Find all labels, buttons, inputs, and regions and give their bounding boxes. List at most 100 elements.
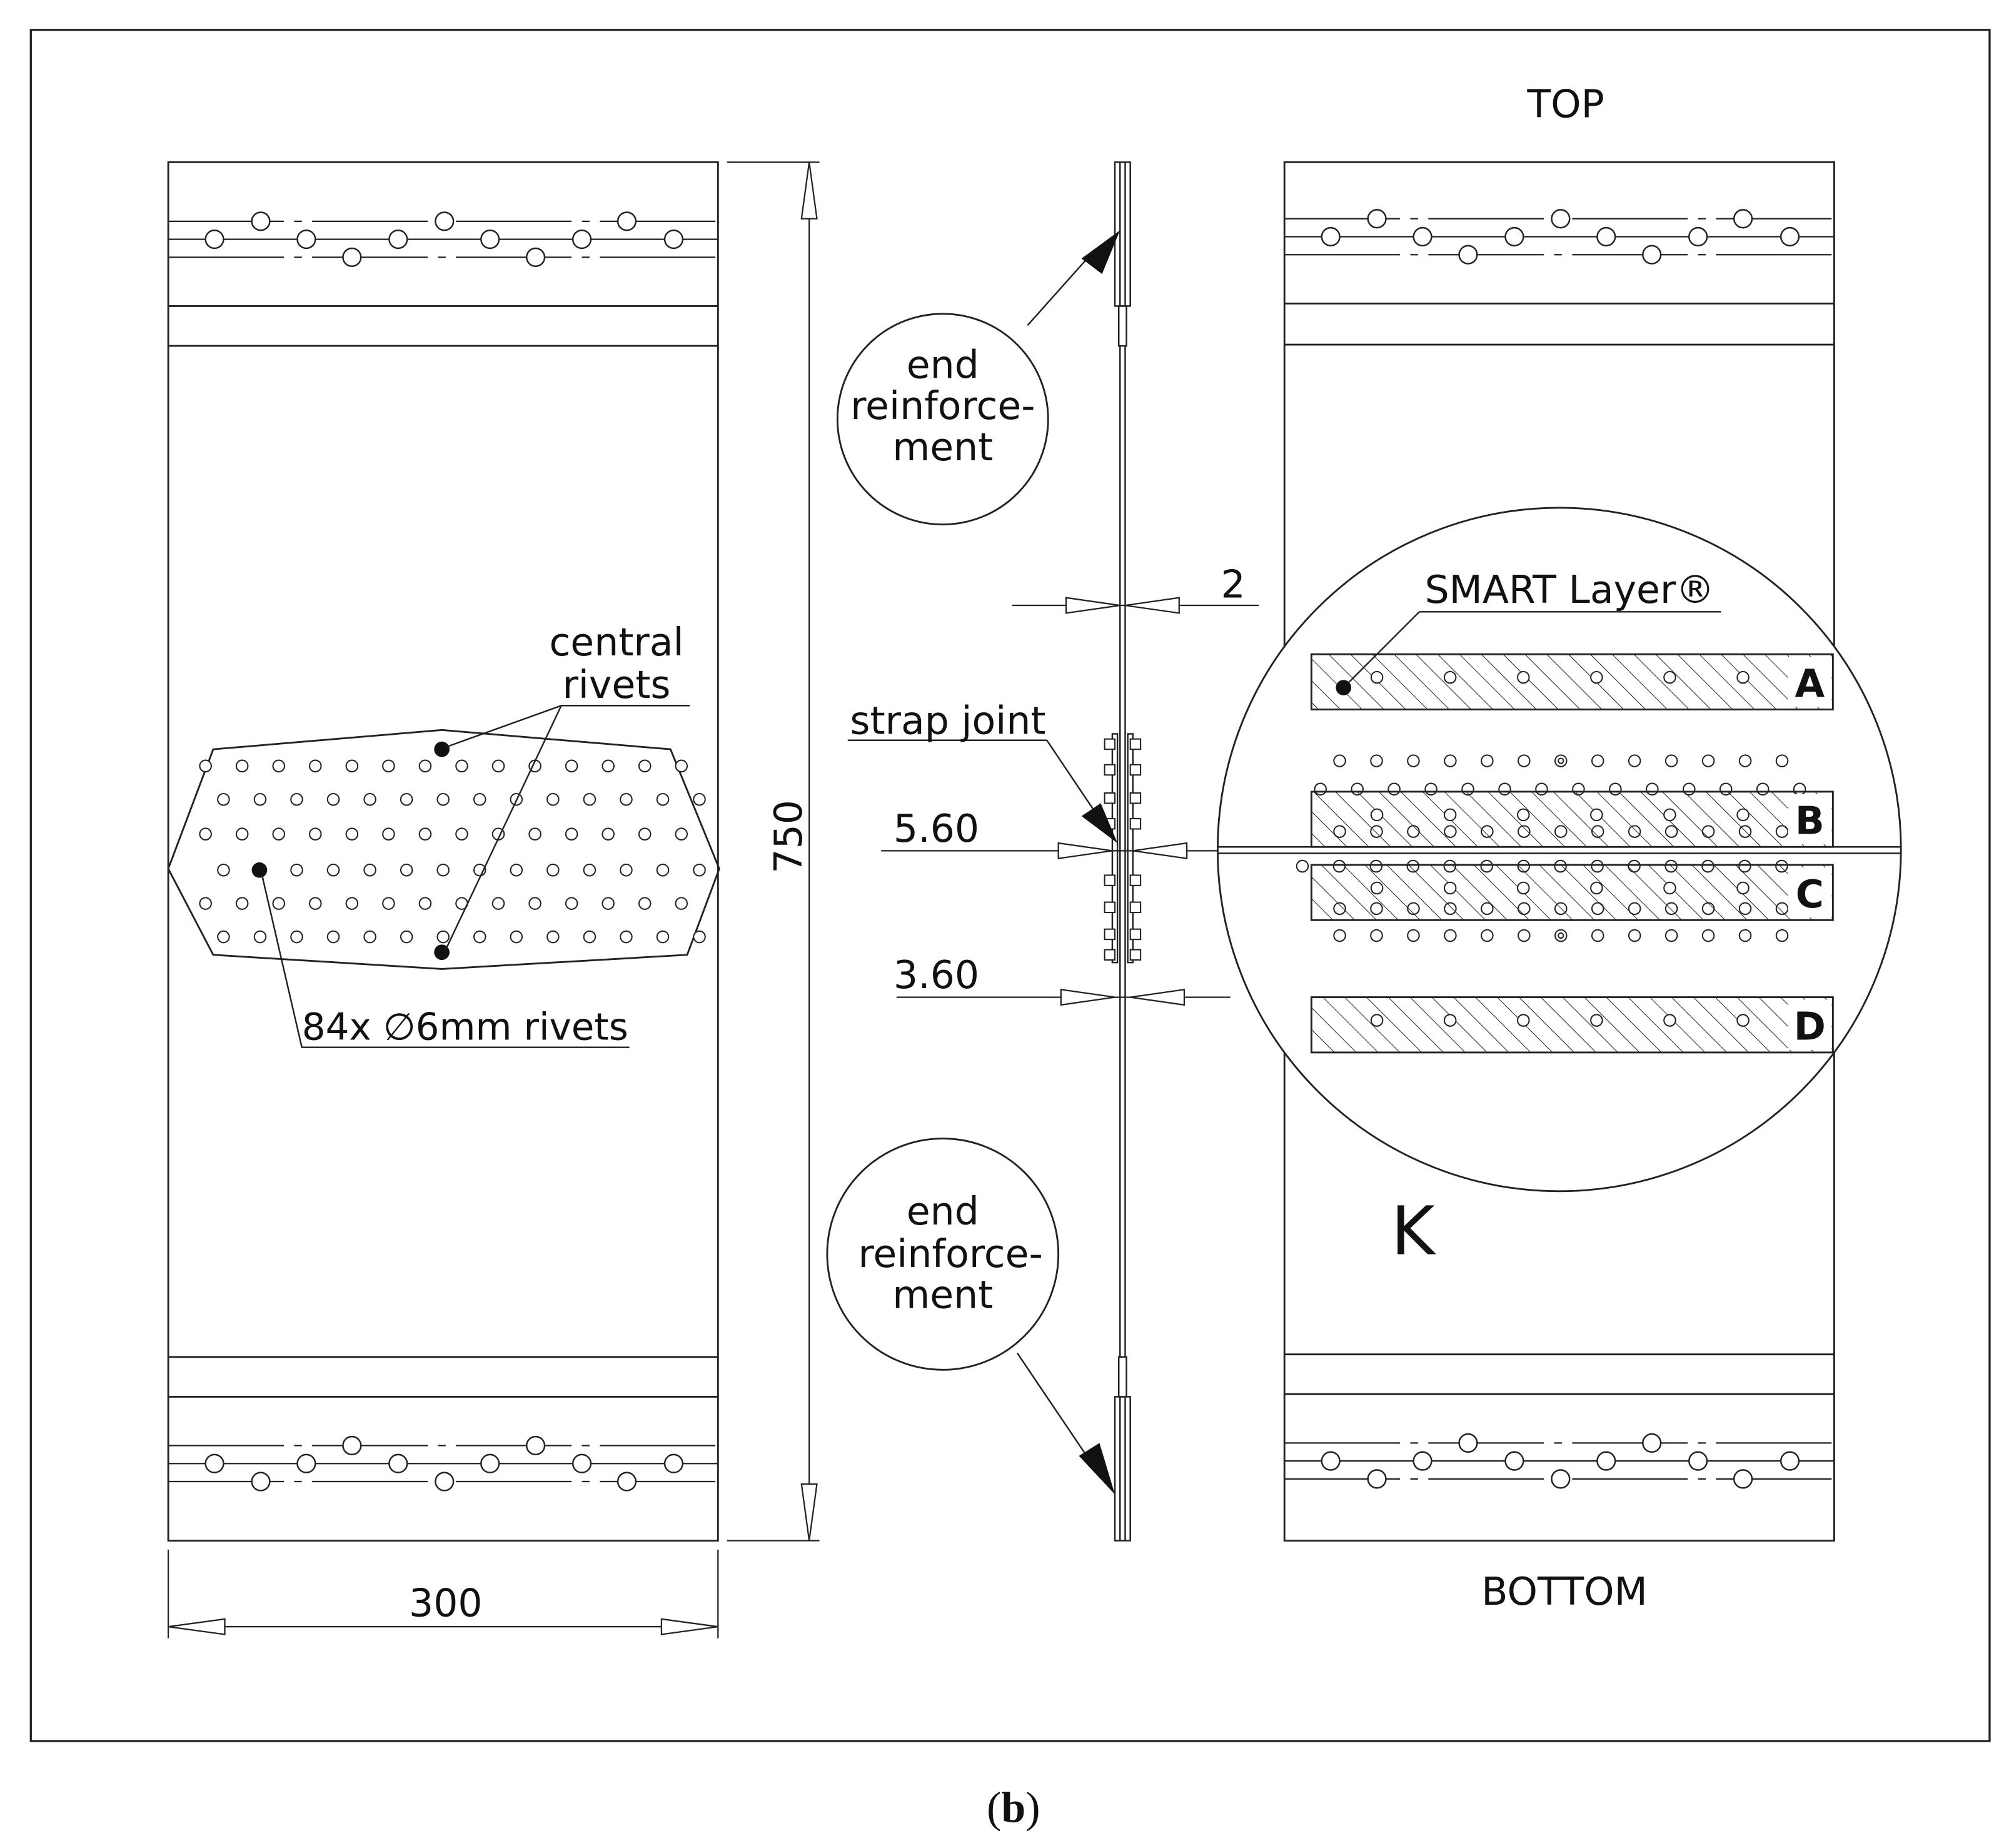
thickness-joint-value: 5.60	[894, 806, 979, 851]
detail-k-label: K	[1391, 1193, 1437, 1270]
bolt-head	[1104, 792, 1116, 804]
rivet-hole	[663, 1453, 684, 1473]
rivet-hole	[638, 827, 652, 841]
rivet-hole	[571, 1453, 592, 1473]
rivet-hole	[1444, 754, 1457, 767]
rivet-hole	[565, 897, 578, 910]
rivet-hole	[345, 897, 359, 910]
rivet-hole	[1642, 245, 1662, 265]
rivet-hole	[663, 229, 684, 250]
rivet-hole	[290, 792, 303, 806]
end-reinforcement-bubble	[836, 313, 1049, 526]
rivet-hole	[235, 827, 249, 841]
rivet-hole	[290, 930, 303, 944]
rivet-hole	[1481, 929, 1494, 942]
rivet-hole	[1664, 754, 1678, 767]
rivet-hole	[1444, 929, 1457, 942]
rivet-hole	[1701, 754, 1715, 767]
rivet-hole	[388, 1453, 408, 1473]
sensor-strip-label-bg	[1788, 794, 1832, 845]
rivet-hole	[510, 930, 523, 944]
sensor-hole	[1736, 881, 1750, 895]
rivet-hole	[1591, 754, 1604, 767]
sensor-hole	[1443, 881, 1457, 895]
rivet-hole	[253, 792, 267, 806]
rivet-hole	[491, 759, 505, 773]
rivet-hole	[602, 897, 615, 910]
rivet-hole	[436, 863, 450, 877]
rivet-hole	[345, 827, 359, 841]
sensor-strip-label-bg	[1788, 867, 1832, 918]
thickness-strap-value: 3.60	[894, 952, 979, 997]
rivet-hole	[480, 1453, 500, 1473]
sensor-strip	[1310, 996, 1834, 1054]
rivet-hole	[204, 1453, 224, 1473]
rivet-hole	[1407, 754, 1420, 767]
sensor-hole	[1517, 808, 1530, 822]
end-reinforcement-label: end	[907, 1189, 979, 1234]
bolt-head	[1129, 928, 1142, 941]
sensor-hole	[1517, 881, 1530, 895]
rivet-hole	[217, 930, 230, 944]
rivet-hole	[1367, 209, 1387, 229]
rivet-hole	[1458, 245, 1478, 265]
bolt-head	[1104, 901, 1116, 914]
end-reinforcement-label: reinforce-	[858, 1231, 1042, 1276]
rivet-hole	[473, 792, 486, 806]
top-label: TOP	[1526, 81, 1604, 126]
sensor-strip-label: D	[1794, 1004, 1826, 1049]
rivet-hole	[1701, 929, 1715, 942]
smart-layer-leader	[1348, 611, 1420, 684]
sensor-hole	[1663, 808, 1676, 822]
central-rivet-marker	[434, 741, 450, 757]
bolt-head	[1129, 949, 1142, 961]
rivet-hole	[528, 897, 541, 910]
rivet-hole	[1412, 1451, 1432, 1471]
height-dimension-value: 750	[766, 800, 811, 874]
rivet-hole	[272, 759, 286, 773]
rivet-hole	[583, 863, 597, 877]
rivet-hole	[1370, 929, 1383, 942]
central-rivet-field-outline	[167, 729, 720, 970]
central-rivet-hole	[1558, 757, 1564, 764]
rivet-hole	[326, 792, 340, 806]
rivet-hole	[1321, 226, 1341, 247]
rivet-hole	[1733, 1469, 1753, 1489]
rivet-hole	[620, 792, 633, 806]
rivet-hole	[235, 759, 249, 773]
rivet-hole	[217, 863, 230, 877]
rivet-hole	[1628, 754, 1641, 767]
rivet-hole	[638, 759, 652, 773]
end-reinforcement-label: end	[907, 342, 979, 387]
bottom-end-rivet-row	[168, 1435, 718, 1492]
end-reinforcement-bubble	[826, 1138, 1060, 1371]
sensor-hole	[1370, 881, 1384, 895]
rivet-hole	[309, 827, 322, 841]
bolt-head	[1129, 738, 1142, 750]
rivet-hole	[400, 930, 413, 944]
rivets-callout-leader	[261, 875, 630, 1048]
top-end-rivet-row	[1284, 209, 1835, 265]
rivet-hole	[602, 759, 615, 773]
rivet-hole	[1775, 929, 1789, 942]
rivet-hole	[546, 792, 560, 806]
bolt-head	[1104, 764, 1116, 776]
rivet-hole	[525, 1435, 546, 1456]
rivet-hole	[1458, 1433, 1478, 1453]
rivet-hole	[251, 1472, 271, 1492]
rivet-hole	[296, 1453, 316, 1473]
rivet-hole	[363, 863, 376, 877]
rivet-hole	[418, 827, 432, 841]
rivet-hole	[1504, 226, 1524, 247]
rivet-hole	[528, 827, 541, 841]
rivet-hole	[1518, 929, 1531, 942]
end-reinforcement-arrow	[1079, 1443, 1115, 1495]
sensor-hole	[1590, 1014, 1603, 1027]
rivet-hole	[1775, 754, 1789, 767]
rivet-hole	[326, 930, 340, 944]
front-view-panel	[167, 161, 719, 1542]
rivet-hole	[620, 863, 633, 877]
rivet-field	[199, 759, 706, 944]
rivet-hole	[1738, 754, 1752, 767]
